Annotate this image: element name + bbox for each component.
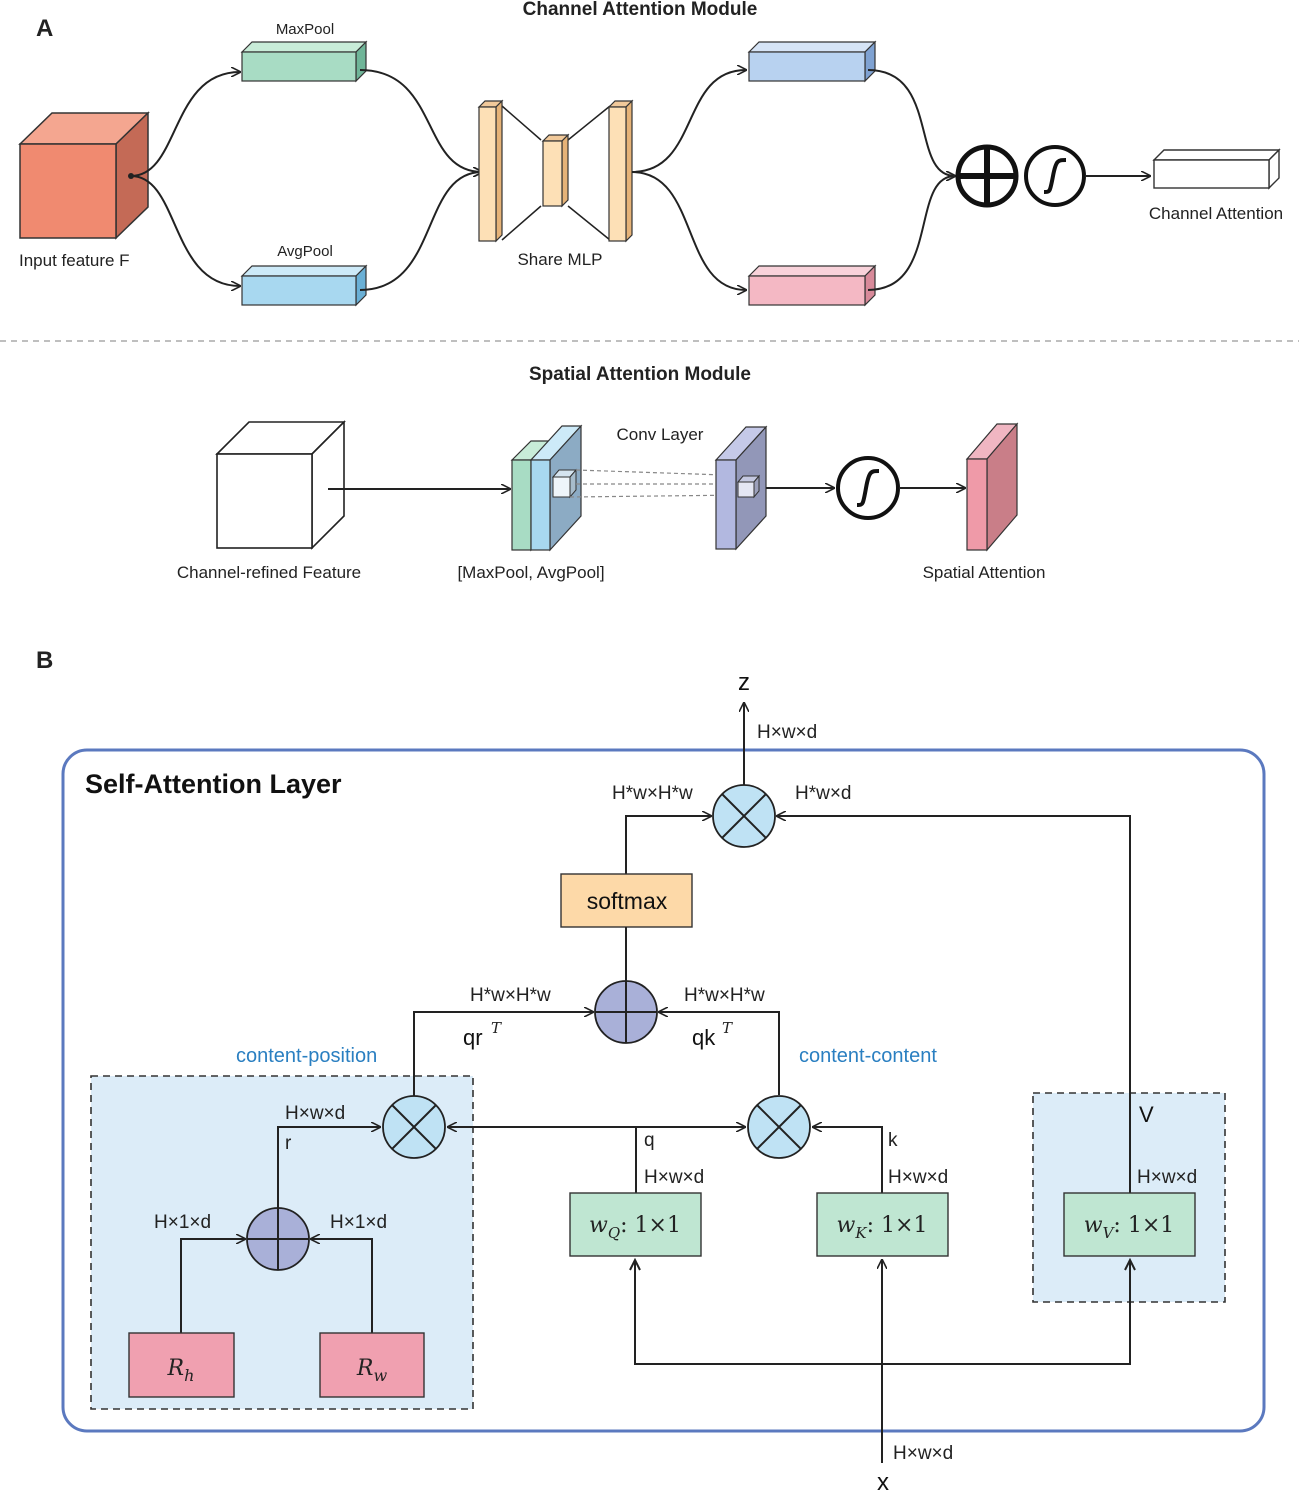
input-dim: H×w×d bbox=[893, 1443, 953, 1464]
mlp-output-avg bbox=[747, 264, 877, 307]
r-label: r bbox=[285, 1133, 292, 1154]
panel-b-letter: B bbox=[36, 647, 53, 674]
softmax-label: softmax bbox=[587, 888, 668, 914]
rh-label: Rh bbox=[167, 1356, 195, 1385]
content-position-multiply-icon bbox=[382, 1095, 446, 1159]
self-attention-frame bbox=[61, 748, 1266, 1433]
wq-box bbox=[569, 1192, 702, 1257]
content-content-label: content-content bbox=[799, 1045, 937, 1067]
spatial-sigmoid-icon bbox=[836, 456, 900, 520]
pool-stack-label: [MaxPool, AvgPool] bbox=[457, 563, 604, 582]
panel-a-letter: A bbox=[36, 15, 53, 42]
svg-text:qr: qr bbox=[463, 1025, 483, 1050]
wq-label: wQ: 1×1 bbox=[589, 1213, 681, 1242]
content-content-multiply-icon bbox=[747, 1095, 811, 1159]
output-multiply-icon bbox=[712, 784, 776, 848]
pooled-feature-maps bbox=[510, 424, 583, 552]
sum-right-dim: H*w×H*w bbox=[684, 985, 765, 1006]
top-left-dim: H*w×H*w bbox=[612, 783, 693, 804]
channel-module-title: Channel Attention Module bbox=[523, 0, 758, 20]
self-attention-title: Self-Attention Layer bbox=[85, 769, 342, 799]
sigmoid-icon bbox=[1024, 145, 1086, 207]
spatial-attention-label: Spatial Attention bbox=[923, 563, 1046, 582]
channel-refined-label: Channel-refined Feature bbox=[177, 563, 361, 582]
top-right-dim: H*w×d bbox=[795, 783, 852, 804]
k-label: k bbox=[888, 1130, 898, 1151]
logits-sum-icon bbox=[594, 980, 658, 1044]
qr-transpose-label: qr T bbox=[463, 1019, 502, 1050]
q-label: q bbox=[644, 1130, 655, 1151]
wk-dim: H×w×d bbox=[888, 1167, 948, 1188]
wv-dim: H×w×d bbox=[1137, 1167, 1197, 1188]
share-mlp bbox=[477, 99, 634, 243]
spatial-attention-map bbox=[965, 422, 1019, 552]
qk-transpose-label: qk T bbox=[692, 1019, 733, 1050]
conv-layer-label: Conv Layer bbox=[617, 425, 704, 444]
channel-attention-output bbox=[1152, 148, 1281, 190]
content-position-label: content-position bbox=[236, 1045, 377, 1067]
input-x: x bbox=[877, 1469, 889, 1493]
avgpool-bar bbox=[240, 264, 368, 307]
wk-label: wK: 1×1 bbox=[837, 1213, 928, 1242]
rw-box bbox=[319, 1332, 425, 1398]
share-mlp-label: Share MLP bbox=[517, 250, 602, 269]
spatial-module-title: Spatial Attention Module bbox=[529, 364, 751, 385]
wk-box bbox=[816, 1192, 949, 1257]
rh-dim: H×1×d bbox=[154, 1212, 211, 1233]
maxpool-bar bbox=[240, 40, 368, 83]
rw-label: Rw bbox=[356, 1356, 388, 1385]
input-feature-label: Input feature F bbox=[19, 251, 130, 270]
softmax-box bbox=[560, 873, 693, 928]
mlp-output-max bbox=[747, 40, 877, 83]
v-label: V bbox=[1139, 1102, 1154, 1127]
input-feature-cube bbox=[18, 111, 150, 240]
output-z: z bbox=[738, 669, 750, 696]
svg-text:T: T bbox=[491, 1019, 502, 1037]
rw-dim: H×1×d bbox=[330, 1212, 387, 1233]
maxpool-label: MaxPool bbox=[276, 21, 334, 38]
sum-left-dim: H*w×H*w bbox=[470, 985, 551, 1006]
position-sum-icon bbox=[246, 1207, 310, 1271]
r-dim: H×w×d bbox=[285, 1103, 345, 1124]
wq-dim: H×w×d bbox=[644, 1167, 704, 1188]
avgpool-label: AvgPool bbox=[277, 243, 333, 260]
rh-box bbox=[128, 1332, 235, 1398]
channel-attention-label: Channel Attention bbox=[1149, 204, 1283, 223]
conv-layer-map bbox=[714, 425, 768, 551]
wv-label: wV: 1×1 bbox=[1084, 1213, 1175, 1242]
output-dim: H×w×d bbox=[757, 722, 817, 743]
channel-refined-cube bbox=[215, 420, 346, 550]
element-sum-icon bbox=[955, 144, 1019, 208]
wv-box bbox=[1063, 1192, 1196, 1257]
svg-text:qk: qk bbox=[692, 1025, 716, 1050]
svg-text:T: T bbox=[722, 1019, 733, 1037]
